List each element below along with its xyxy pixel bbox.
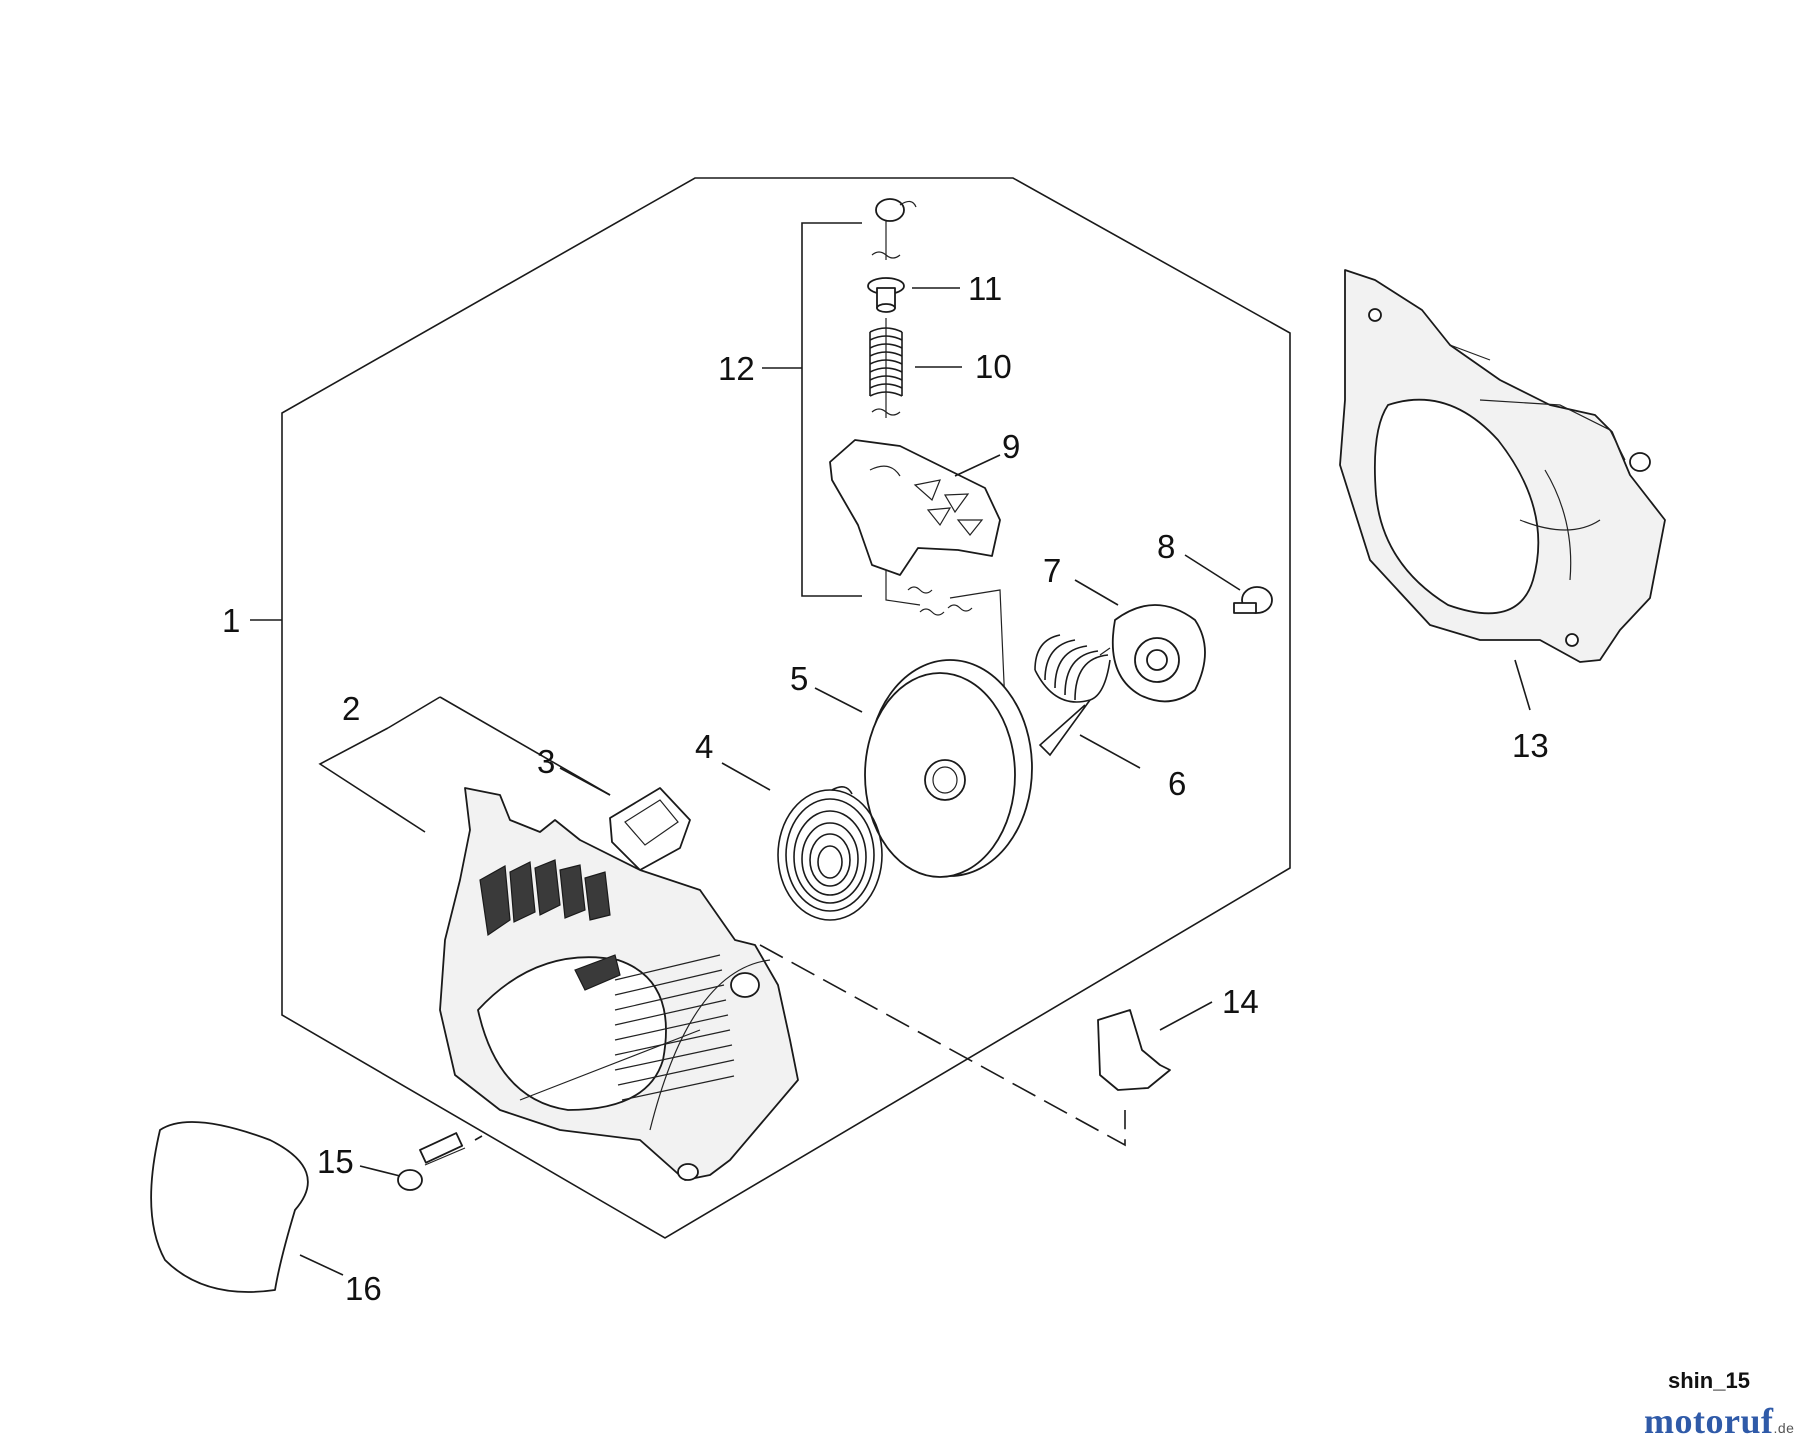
callout-14: 14 (1222, 983, 1259, 1020)
part-7-ratchet (1111, 604, 1206, 703)
bracket-12 (801, 222, 862, 597)
callout-16: 16 (345, 1270, 382, 1307)
part-16-decal (150, 1121, 309, 1293)
part-10-spring (869, 327, 903, 397)
callout-8: 8 (1157, 528, 1175, 565)
part-9-handle (829, 439, 1001, 576)
callout-13: 13 (1512, 727, 1549, 764)
starter-cover (439, 787, 799, 1181)
callout-10: 10 (975, 348, 1012, 385)
callout-15: 15 (317, 1143, 354, 1180)
diagram-code: shin_15 (1668, 1368, 1750, 1393)
part-13-fan-housing (1339, 269, 1666, 663)
callout-4: 4 (695, 728, 713, 765)
part-8-screw (1233, 586, 1273, 614)
callout-2: 2 (342, 690, 360, 727)
callout-7: 7 (1043, 552, 1061, 589)
assembly-boundary-hexagon (281, 177, 1291, 1239)
part-4-spiral-spring (777, 786, 883, 921)
assembly-dash-line (759, 944, 1126, 1147)
watermark-tld: .de (1773, 1420, 1795, 1436)
watermark-word: motoruf (1644, 1401, 1774, 1441)
part-6-coil-spring (1034, 634, 1111, 757)
callout-3: 3 (537, 743, 555, 780)
callout-9: 9 (1002, 428, 1020, 465)
part-15-bolt (397, 1132, 466, 1191)
part-14-clip (1097, 1009, 1171, 1091)
callout-1: 1 (222, 602, 240, 639)
bracket-2 (318, 696, 611, 833)
part-11-bushing (867, 277, 905, 313)
watermark-logo: motoruf.de (1644, 1400, 1794, 1442)
callout-11: 11 (968, 270, 1002, 307)
part-5-pulley (864, 659, 1033, 878)
callout-5: 5 (790, 660, 808, 697)
callout-6: 6 (1168, 765, 1186, 802)
callout-12: 12 (718, 350, 755, 387)
part-3-grille-insert (609, 787, 691, 871)
rope-knob (875, 198, 917, 222)
